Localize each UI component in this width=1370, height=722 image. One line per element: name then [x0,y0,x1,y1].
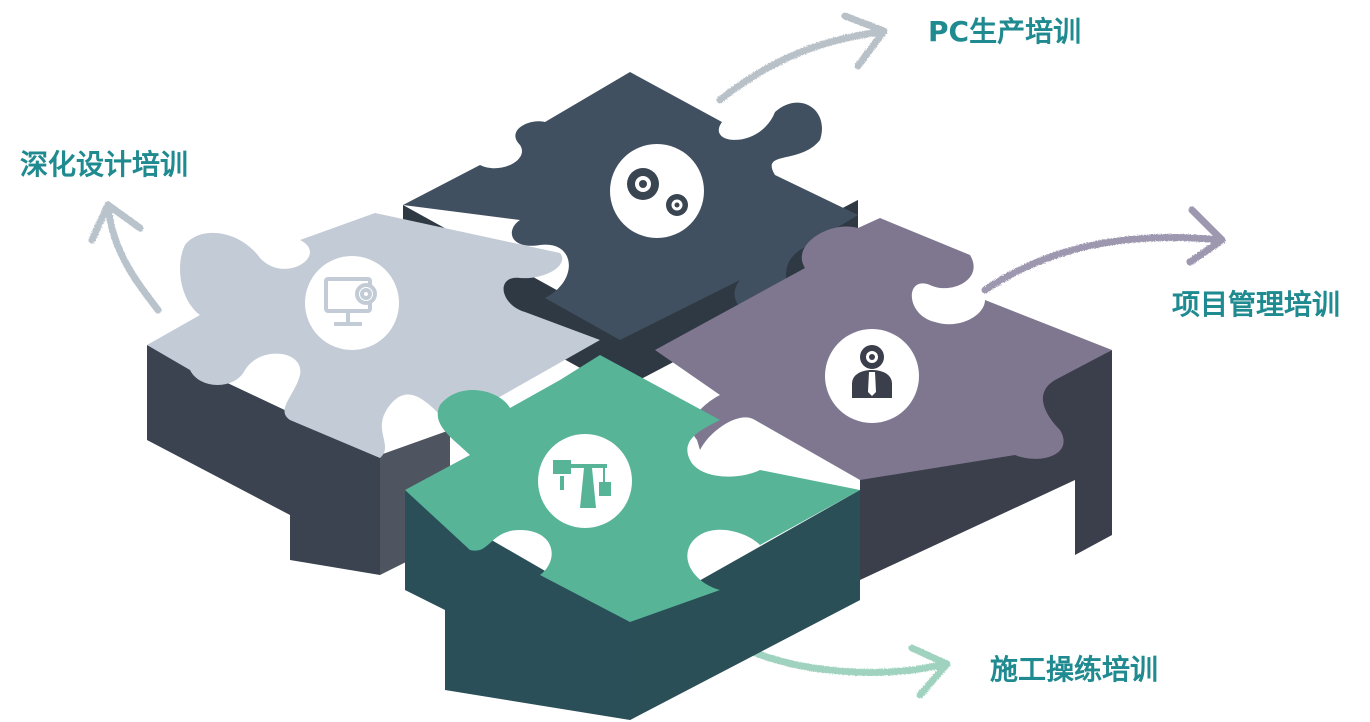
pc-production-label: PC生产培训 [928,15,1082,48]
gears-icon [627,168,688,216]
arrow-construction-practice [744,644,951,699]
construction-practice-label: 施工操练培训 [990,653,1159,686]
monitor-gear-icon [324,277,377,326]
deep-design-label: 深化设计培训 [20,148,189,181]
deep-design-icon-circle [305,256,399,350]
construction-piece [405,355,860,720]
project-management-label: 项目管理培训 [1172,288,1341,321]
manager-gear-icon [852,345,892,398]
project-management-piece [655,218,1112,580]
arrow-pc-production [716,12,888,104]
tower-crane-icon [553,460,611,508]
arrow-deep-design [88,201,162,314]
arrow-project-management [981,206,1226,294]
